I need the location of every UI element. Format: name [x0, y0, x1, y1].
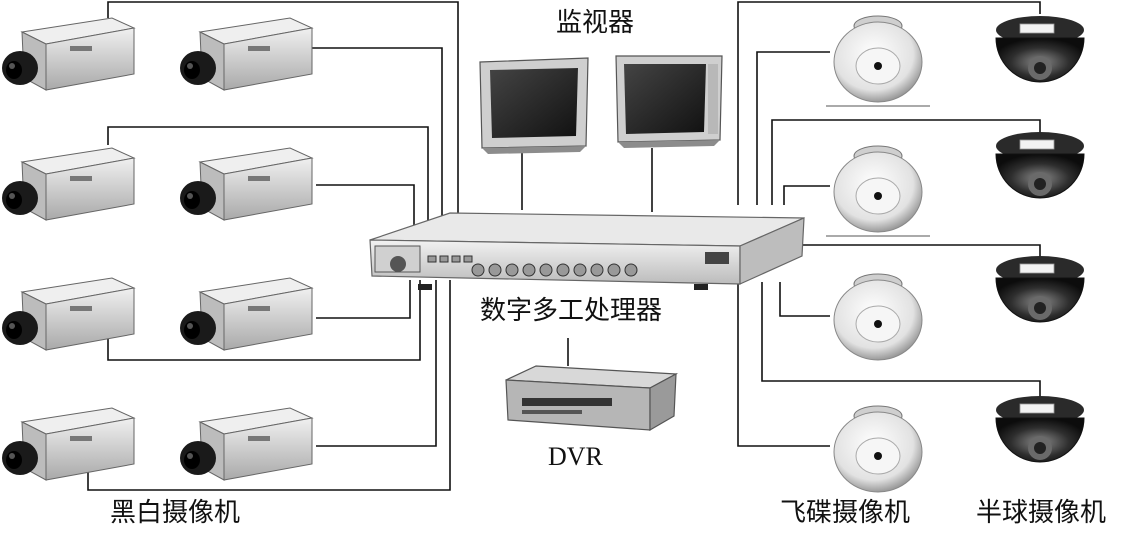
bw-box-camera [2, 17, 136, 91]
monitor-right [615, 55, 723, 148]
mux-knob [522, 263, 536, 277]
mux-knob [556, 263, 570, 277]
bw-box-camera [2, 277, 136, 351]
multiplexer-label: 数字多工处理器 [480, 296, 663, 326]
flying-saucer-camera [833, 15, 923, 103]
mux-button [463, 255, 473, 263]
dome-camera [995, 396, 1085, 463]
flying-saucer-camera [833, 405, 923, 493]
bw-box-camera [180, 17, 314, 91]
mux-knob [488, 263, 502, 277]
bw-box-camera [2, 407, 136, 481]
shelf-lines [826, 105, 930, 237]
bw-box-camera [180, 147, 314, 221]
dome-camera [995, 132, 1085, 199]
bw-box-camera [180, 277, 314, 351]
mux-knob [471, 263, 485, 277]
flying-saucer-camera-group [833, 15, 923, 493]
mux-knob [624, 263, 638, 277]
flying-saucer-camera [833, 273, 923, 361]
dome-camera [995, 16, 1085, 83]
dome-camera [995, 256, 1085, 323]
monitor-label: 监视器 [556, 8, 635, 38]
mux-knob [573, 263, 587, 277]
multiplexer-device [369, 212, 805, 290]
mux-knob [505, 263, 519, 277]
bw-box-camera [180, 407, 314, 481]
mux-button [427, 255, 437, 263]
mux-button [451, 255, 461, 263]
bw-camera-label: 黑白摄像机 [110, 498, 241, 528]
bw-box-camera [2, 147, 136, 221]
dome-camera-label: 半球摄像机 [976, 498, 1107, 528]
dvr-label: DVR [548, 442, 603, 471]
mux-knob [539, 263, 553, 277]
wires-left [87, 1, 459, 491]
mux-button [439, 255, 449, 263]
bw-camera-group [2, 17, 314, 481]
mux-knob [590, 263, 604, 277]
flying-saucer-camera [833, 145, 923, 233]
mux-knob [607, 263, 621, 277]
monitor-left [479, 57, 589, 154]
flying-saucer-camera-label: 飞碟摄像机 [780, 498, 911, 528]
dome-camera-group [995, 16, 1085, 463]
dvr-device [505, 365, 679, 432]
